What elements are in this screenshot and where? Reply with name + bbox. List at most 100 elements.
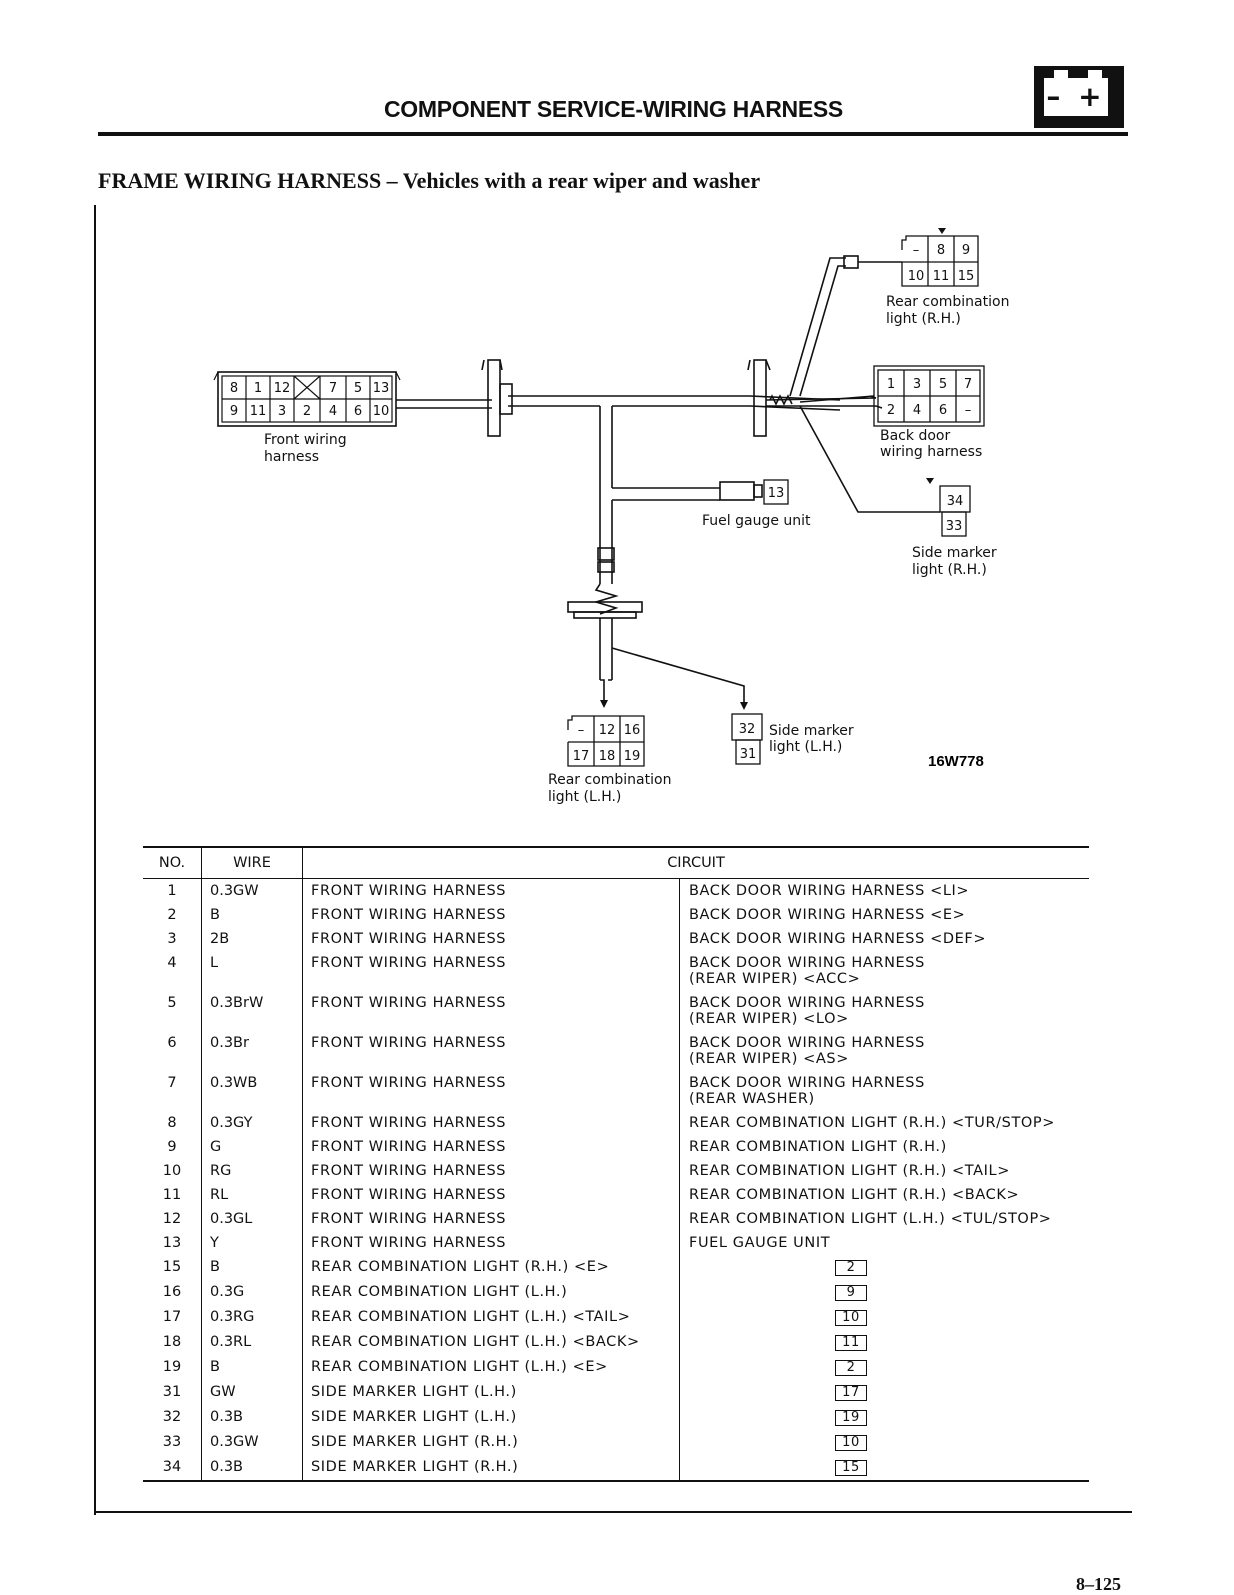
circuit-to-line: BACK DOOR WIRING HARNESS <E> — [689, 907, 966, 923]
rear-lh-label: light (L.H.) — [548, 789, 621, 805]
row-circuit-from: FRONT WIRING HARNESS — [302, 1231, 680, 1255]
section-title: FRAME WIRING HARNESS – Vehicles with a r… — [98, 168, 761, 193]
row-circuit-to: BACK DOOR WIRING HARNESS(REAR WIPER) <AC… — [680, 951, 1090, 991]
row-no: 6 — [143, 1031, 202, 1071]
circuit-to-line: REAR COMBINATION LIGHT (R.H.) — [689, 1139, 947, 1155]
row-circuit-to: FUEL GAUGE UNIT — [680, 1231, 1090, 1255]
header-no: NO. — [143, 847, 202, 879]
battery-terminal — [1088, 70, 1102, 78]
header-circuit: CIRCUIT — [302, 847, 1089, 879]
frame-border-left — [94, 205, 96, 1515]
row-circuit-to: 10 — [680, 1430, 1090, 1455]
row-circuit-to: BACK DOOR WIRING HARNESS(REAR WIPER) <AS… — [680, 1031, 1090, 1071]
side-marker-rh-label: Side marker — [912, 545, 997, 561]
row-wire: 0.3B — [201, 1405, 303, 1430]
side-marker-lh-pin-31: 31 — [740, 747, 757, 762]
row-circuit-to: 19 — [680, 1405, 1090, 1430]
row-circuit-to: 17 — [680, 1380, 1090, 1405]
row-wire: 0.3G — [201, 1280, 303, 1305]
battery-terminal — [1054, 70, 1068, 78]
row-circuit-from: REAR COMBINATION LIGHT (L.H.) <BACK> — [302, 1330, 680, 1355]
row-circuit-from: REAR COMBINATION LIGHT (L.H.) — [302, 1280, 680, 1305]
front-pin-3: 3 — [278, 404, 286, 419]
side-marker-lh-label: Side marker — [769, 723, 854, 739]
back-door-connector: 1 3 5 7 2 4 6 – Back door wiring harness — [873, 365, 985, 460]
row-wire: L — [201, 951, 303, 991]
side-marker-rh-label: light (R.H.) — [912, 562, 987, 578]
row-circuit-to: REAR COMBINATION LIGHT (L.H.) <TUL/STOP> — [680, 1207, 1090, 1231]
front-connector-label: Front wiring — [264, 432, 347, 448]
row-circuit-from: FRONT WIRING HARNESS — [302, 927, 680, 951]
row-circuit-from: SIDE MARKER LIGHT (L.H.) — [302, 1405, 680, 1430]
back-door-pin-5: 5 — [939, 377, 947, 392]
row-circuit-to: REAR COMBINATION LIGHT (R.H.) — [680, 1135, 1090, 1159]
rear-rh-label: Rear combination — [886, 294, 1009, 310]
row-wire: Y — [201, 1231, 303, 1255]
row-no: 19 — [143, 1355, 202, 1380]
circuit-to-line: BACK DOOR WIRING HARNESS — [689, 955, 925, 971]
front-connector-pin-box: 10 — [835, 1435, 867, 1451]
rear-lh-pin-19: 19 — [624, 749, 641, 764]
back-door-pin-2: 2 — [887, 403, 895, 418]
row-no: 15 — [143, 1255, 202, 1280]
row-no: 1 — [143, 878, 202, 903]
row-wire: B — [201, 903, 303, 927]
row-circuit-from: FRONT WIRING HARNESS — [302, 1071, 680, 1111]
front-connector-pin-box: 2 — [835, 1260, 867, 1276]
row-circuit-to: 2 — [680, 1255, 1090, 1280]
row-wire: 0.3B — [201, 1455, 303, 1481]
rear-rh-pin-10: 10 — [908, 269, 925, 284]
row-no: 3 — [143, 927, 202, 951]
row-circuit-from: FRONT WIRING HARNESS — [302, 1183, 680, 1207]
circuit-to-line: BACK DOOR WIRING HARNESS — [689, 1075, 925, 1091]
row-circuit-to: 11 — [680, 1330, 1090, 1355]
circuit-to-subline: (REAR WIPER) <LO> — [689, 1011, 849, 1027]
row-circuit-from: SIDE MARKER LIGHT (R.H.) — [302, 1455, 680, 1481]
row-circuit-to: 9 — [680, 1280, 1090, 1305]
row-circuit-from: REAR COMBINATION LIGHT (R.H.) <E> — [302, 1255, 680, 1280]
circuit-to-line: BACK DOOR WIRING HARNESS <LI> — [689, 883, 970, 899]
row-circuit-from: FRONT WIRING HARNESS — [302, 1159, 680, 1183]
row-circuit-from: FRONT WIRING HARNESS — [302, 1031, 680, 1071]
front-connector-pin-box: 19 — [835, 1410, 867, 1426]
row-wire: GW — [201, 1380, 303, 1405]
row-circuit-to: 10 — [680, 1305, 1090, 1330]
row-no: 9 — [143, 1135, 202, 1159]
back-door-pin-4: 4 — [913, 403, 921, 418]
front-pin-4: 4 — [329, 404, 337, 419]
row-circuit-to: BACK DOOR WIRING HARNESS(REAR WASHER) — [680, 1071, 1090, 1111]
row-wire: 0.3GW — [201, 1430, 303, 1455]
front-pin-12: 12 — [274, 381, 291, 396]
rear-rh-pin: – — [913, 243, 920, 258]
rear-lh-pin-18: 18 — [599, 749, 616, 764]
back-door-pin-6: 6 — [939, 403, 947, 418]
rear-lh-label: Rear combination — [548, 772, 671, 788]
row-wire: 0.3GL — [201, 1207, 303, 1231]
row-no: 11 — [143, 1183, 202, 1207]
rear-lh-pin: – — [578, 723, 585, 738]
front-pin-13: 13 — [373, 381, 390, 396]
row-circuit-from: SIDE MARKER LIGHT (R.H.) — [302, 1430, 680, 1455]
page-number: 8–125 — [1076, 1574, 1121, 1594]
back-door-label: Back door — [880, 428, 950, 444]
row-wire: B — [201, 1255, 303, 1280]
figure-reference-code: 16W778 — [928, 753, 984, 770]
side-marker-rh-connector: 34 33 Side marker light (R.H.) — [912, 485, 997, 578]
row-circuit-to: BACK DOOR WIRING HARNESS <LI> — [680, 879, 1090, 904]
front-pin-10: 10 — [373, 404, 390, 419]
circuit-to-line: BACK DOOR WIRING HARNESS — [689, 995, 925, 1011]
row-no: 4 — [143, 951, 202, 991]
row-no: 13 — [143, 1231, 202, 1255]
row-no: 2 — [143, 903, 202, 927]
